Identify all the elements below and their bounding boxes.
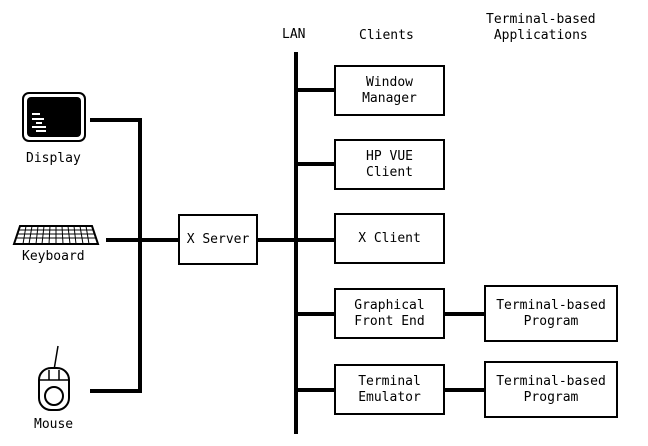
display-icon (22, 92, 86, 142)
mouse-icon (38, 345, 70, 411)
client-label-line1: Window (366, 74, 413, 90)
client-box-x-client: X Client (334, 213, 445, 264)
client-label-line1: Graphical (354, 297, 425, 313)
applications-header-line2: Applications (493, 28, 588, 43)
client-label-line2: Client (366, 164, 413, 180)
app-label-line1: Terminal-based (496, 297, 606, 313)
applications-header-line1: Terminal-based (486, 12, 596, 27)
app-box-terminal-program-1: Terminal-based Program (484, 285, 618, 342)
x-server-label: X Server (186, 231, 250, 247)
app-label-line2: Program (523, 389, 579, 405)
mouse-label: Mouse (34, 417, 74, 432)
keyboard-icon (12, 225, 100, 245)
client-box-graphical-front-end: Graphical Front End (334, 288, 445, 339)
app-label-line1: Terminal-based (496, 373, 606, 389)
app-label-line2: Program (523, 313, 579, 329)
x-server-box: X Server (178, 214, 258, 265)
keyboard-label: Keyboard (22, 249, 85, 264)
client-box-terminal-emulator: Terminal Emulator (334, 364, 445, 415)
client-box-hp-vue: HP VUE Client (334, 139, 445, 190)
client-label-line1: X Client (358, 230, 421, 246)
client-label-line1: Terminal (358, 373, 421, 389)
display-label: Display (26, 151, 81, 166)
clients-header: Clients (359, 28, 414, 43)
client-box-window-manager: Window Manager (334, 65, 445, 116)
client-label-line2: Manager (362, 90, 417, 106)
client-label-line1: HP VUE (366, 148, 413, 164)
lan-label: LAN (282, 27, 306, 42)
client-label-line2: Front End (354, 313, 425, 329)
client-label-line2: Emulator (358, 389, 421, 405)
applications-header: Terminal-based Applications (486, 12, 596, 44)
app-box-terminal-program-2: Terminal-based Program (484, 361, 618, 418)
